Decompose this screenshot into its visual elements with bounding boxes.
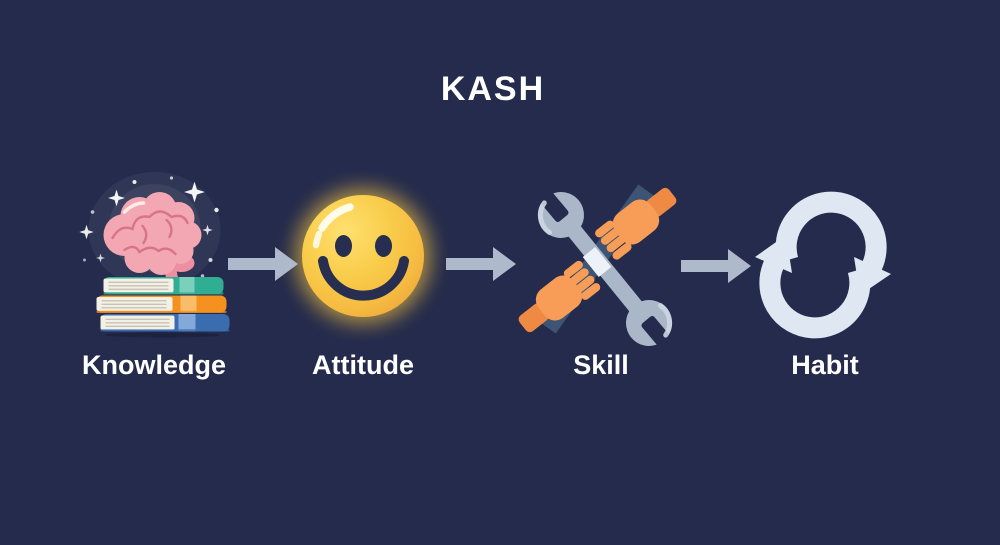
cycle-arc-top: [775, 191, 887, 270]
flow-arrow-icon: [446, 247, 516, 281]
flow-arrow-icon: [681, 249, 751, 283]
attitude-icon-box: [278, 168, 448, 348]
step-knowledge: Knowledge: [77, 168, 232, 379]
crossed-wrenches-icon: [518, 184, 677, 352]
hand-bottom-left-icon: [518, 260, 601, 333]
smile: [318, 256, 409, 301]
book-orange: [96, 295, 227, 313]
cross-band: [582, 247, 612, 277]
cycle-arc-bottom: [759, 259, 871, 338]
right-eye: [375, 235, 392, 257]
step-habit: Habit: [745, 168, 905, 379]
skill-icon-box: [511, 168, 691, 352]
step-skill: Skill: [511, 168, 691, 379]
knowledge-icon-box: [77, 168, 232, 348]
smiley-face-icon: [293, 186, 433, 326]
flow-arrow-icon: [228, 247, 298, 281]
step-label-skill: Skill: [573, 350, 629, 380]
book-teal: [103, 277, 224, 295]
habit-icon-box: [745, 168, 905, 348]
diagram-title: KASH: [440, 70, 546, 108]
cycle-arrows-icon: [755, 191, 891, 338]
brain-books-icon: [79, 172, 230, 338]
book-blue: [100, 314, 230, 332]
step-label-habit: Habit: [791, 350, 859, 380]
book-stack: [96, 277, 230, 338]
brain: [103, 192, 202, 290]
step-label-knowledge: Knowledge: [81, 350, 226, 380]
hand-top-right-icon: [595, 187, 677, 260]
face-highlight: [318, 203, 354, 232]
step-label-attitude: Attitude: [312, 350, 414, 380]
step-attitude: Attitude: [278, 168, 448, 379]
cycle-arrowhead-left: [755, 234, 792, 273]
sparkles: [79, 176, 219, 278]
left-eye: [335, 235, 352, 257]
